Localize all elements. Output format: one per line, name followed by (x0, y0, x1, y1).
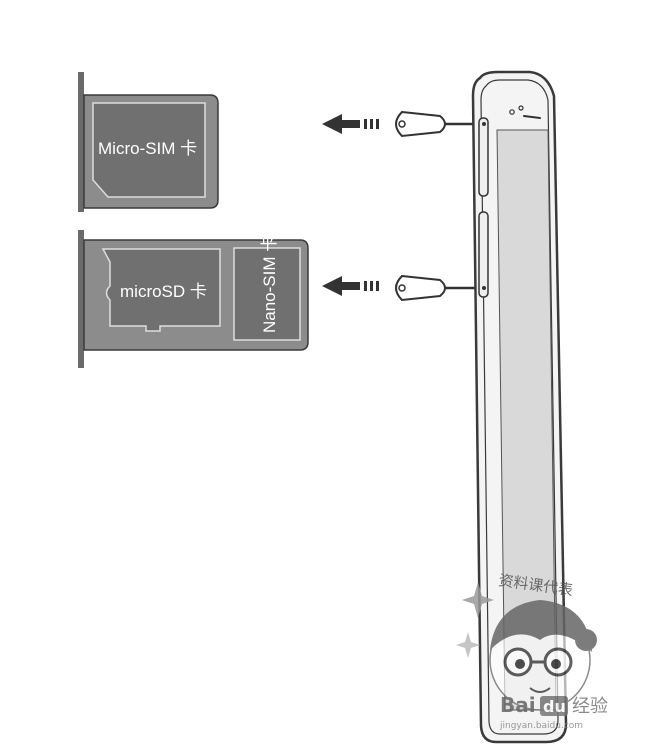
microsd-label: microSD 卡 (120, 282, 207, 301)
eject-pin-bottom (395, 274, 484, 302)
phone-bezel (480, 79, 559, 735)
tray-edge (78, 72, 84, 212)
eject-arrow-top (322, 114, 379, 134)
mascot-bun (575, 629, 597, 651)
nano-sim-card (233, 247, 301, 341)
micro-sim-card (92, 102, 206, 198)
brand-du: du (543, 697, 566, 716)
nano-sim-label: Nano-SIM 卡 (260, 235, 279, 333)
watermark: 资料课代表 Bai du 经验 jingyan.baidu.com (456, 571, 608, 731)
mascot-hair (490, 600, 592, 652)
microsd-nano-tray: microSD 卡 Nano-SIM 卡 (78, 230, 309, 368)
micro-sim-tray: Micro-SIM 卡 (78, 72, 219, 212)
brand-paw-badge (540, 696, 568, 716)
front-camera (509, 109, 515, 115)
brand-right: 经验 (572, 696, 608, 717)
brand-left: Bai (500, 693, 536, 717)
eject-hole-top (482, 122, 486, 126)
sparkle-icon (456, 632, 480, 658)
brand-url: jingyan.baidu.com (499, 721, 583, 731)
micro-sim-label: Micro-SIM 卡 (98, 139, 197, 158)
eject-pin-top (395, 110, 484, 138)
tray-edge (78, 230, 84, 368)
eject-hole-bottom (482, 286, 486, 290)
sim-slot-top (478, 117, 489, 197)
microsd-card (101, 248, 221, 332)
earpiece (523, 115, 541, 119)
phone (471, 70, 568, 744)
sim-slot-bottom (478, 211, 489, 298)
sensor (518, 105, 524, 111)
eject-arrow-bottom (322, 276, 379, 296)
sparkle-icon (462, 582, 494, 618)
